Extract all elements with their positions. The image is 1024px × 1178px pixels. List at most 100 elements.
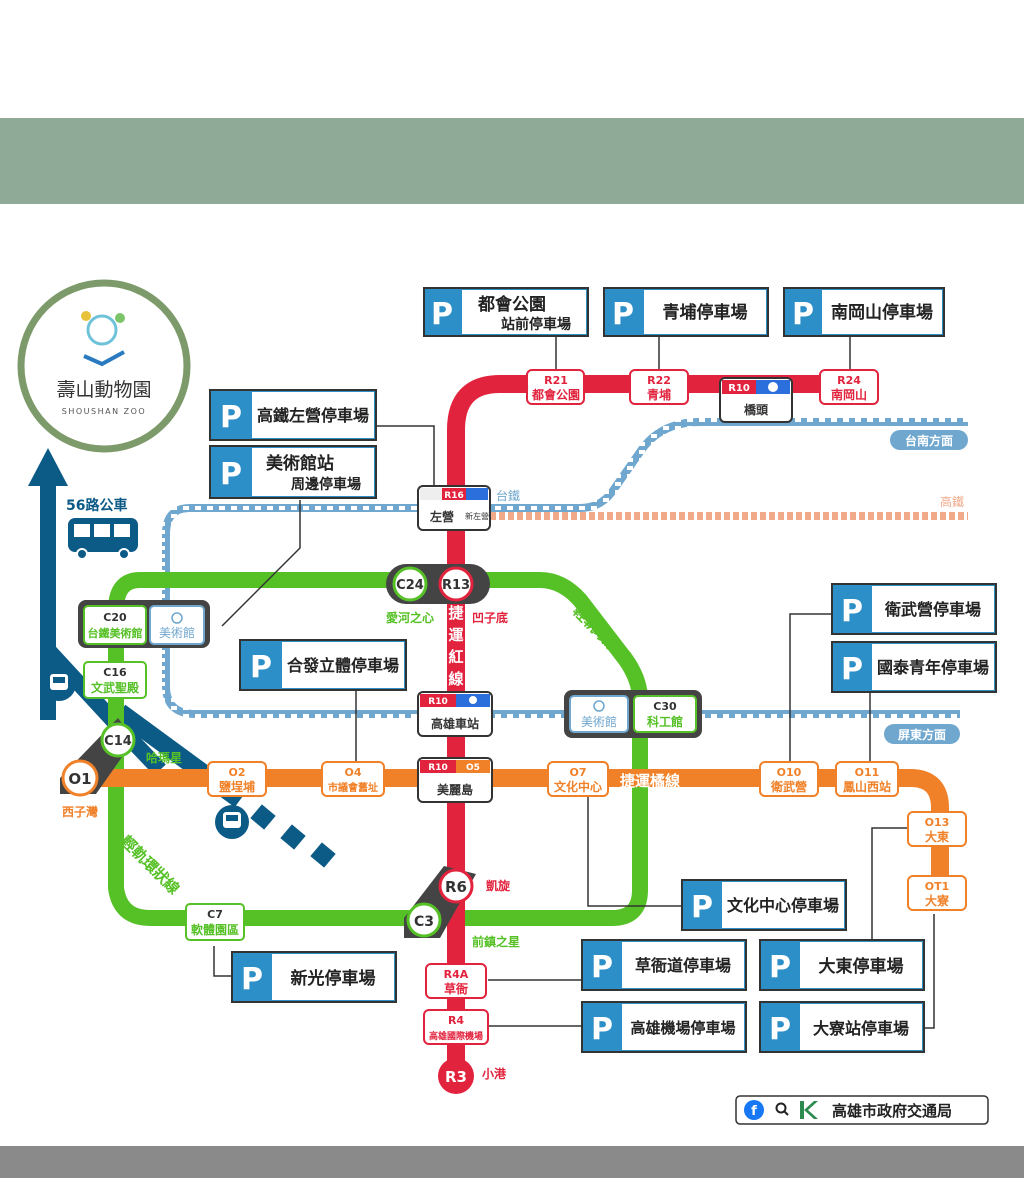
station-O7[interactable]: O7 文化中心 [547, 761, 609, 797]
parking-caoya[interactable]: P 草衙道停車場 [581, 939, 747, 991]
station-C3-name: 前鎮之星 [472, 934, 520, 949]
parking-shinkong[interactable]: P 新光停車場 [231, 951, 397, 1003]
svg-text:衛武營: 衛武營 [770, 779, 807, 794]
parking-qingpu[interactable]: P 青埔停車場 [603, 287, 769, 337]
svg-text:R10: R10 [428, 763, 447, 773]
svg-text:O10: O10 [777, 766, 802, 779]
svg-text:新光停車場: 新光停車場 [291, 968, 376, 989]
svg-text:P: P [591, 950, 613, 985]
svg-text:O11: O11 [855, 766, 880, 779]
svg-text:P: P [841, 594, 863, 629]
station-O4[interactable]: O4 市議會舊址 [321, 761, 385, 797]
svg-text:O2: O2 [228, 766, 245, 779]
svg-text:文化中心: 文化中心 [554, 779, 602, 794]
station-R24[interactable]: R24 南岡山 [819, 369, 879, 405]
orange-line-label: 捷運橘線 [620, 772, 680, 790]
parking-nangangshan[interactable]: P 南岡山停車場 [783, 287, 945, 337]
station-O11[interactable]: O11 鳳山西站 [835, 761, 899, 797]
light-rail-label: 輕軌環狀線 [569, 602, 635, 668]
station-R13-C24[interactable]: C24 R13 [386, 564, 490, 604]
svg-text:橋頭: 橋頭 [744, 402, 769, 417]
svg-text:R16: R16 [444, 491, 463, 501]
svg-text:線: 線 [448, 670, 463, 688]
svg-text:鳳山西站: 鳳山西站 [843, 779, 891, 794]
parking-daliao[interactable]: P 大寮站停車場 [759, 1001, 925, 1053]
svg-text:R4: R4 [448, 1014, 464, 1027]
svg-text:美術館站: 美術館站 [266, 453, 334, 474]
svg-text:鹽埕埔: 鹽埕埔 [219, 779, 255, 794]
red-line [447, 375, 866, 1076]
station-R16-zuoying[interactable]: R16 左營 新左營 [417, 485, 491, 531]
svg-text:R10: R10 [728, 383, 750, 394]
parking-weiwuying[interactable]: P 衛武營停車場 [831, 583, 997, 635]
svg-text:O13: O13 [925, 816, 950, 829]
svg-text:R24: R24 [837, 374, 861, 387]
station-C14-O1[interactable]: C14 O1 [60, 718, 136, 797]
parking-culture[interactable]: P 文化中心停車場 [681, 879, 847, 931]
station-R6-C3[interactable]: R6 C3 [404, 866, 476, 938]
station-O13[interactable]: O13 大東 [907, 811, 967, 847]
parking-cathay[interactable]: P 國泰青年停車場 [831, 641, 997, 693]
svg-text:台南方面: 台南方面 [905, 433, 953, 448]
zoo-name-en: SHOUSHAN ZOO [62, 407, 146, 416]
svg-text:南岡山: 南岡山 [831, 387, 867, 402]
station-R4A[interactable]: R4A 草衙 [425, 963, 487, 999]
station-C7[interactable]: C7 軟體園區 [185, 903, 245, 941]
tra-logo-icon [171, 612, 183, 624]
parking-airport[interactable]: P 高雄機場停車場 [581, 1001, 747, 1053]
k-logo-icon [800, 1101, 818, 1119]
svg-text:C30: C30 [653, 700, 677, 713]
parking-zuoying[interactable]: P 高鐵左營停車場 [209, 389, 377, 441]
station-R21[interactable]: R21 都會公園 [526, 369, 585, 405]
bus-stop-icon [215, 805, 249, 839]
direction-tainan-tag: 台南方面 [890, 430, 968, 450]
parking-connectors [213, 336, 935, 1029]
svg-text:O4: O4 [344, 766, 361, 779]
parking-dhgy[interactable]: P 都會公園 站前停車場 [423, 287, 589, 337]
station-OT1[interactable]: OT1 大寮 [907, 875, 967, 911]
station-O10[interactable]: O10 衛武營 [759, 761, 819, 797]
parking-museum[interactable]: P 美術館站 周邊停車場 [209, 445, 377, 499]
svg-text:高雄機場停車場: 高雄機場停車場 [630, 1019, 735, 1037]
station-O5-formosa[interactable]: R10 O5 美麗島 [417, 757, 493, 803]
svg-text:R22: R22 [647, 374, 671, 387]
svg-text:高雄國際機場: 高雄國際機場 [429, 1030, 483, 1042]
svg-text:美術館: 美術館 [159, 625, 195, 640]
station-C30[interactable]: 美術館 C30 科工館 [564, 690, 702, 738]
svg-text:科工館: 科工館 [647, 714, 683, 729]
svg-text:青埔: 青埔 [647, 387, 671, 402]
station-O2[interactable]: O2 鹽埕埔 [207, 761, 267, 797]
svg-text:R13: R13 [442, 578, 470, 593]
svg-text:左營: 左營 [429, 509, 454, 524]
svg-text:高鐵左營停車場: 高鐵左營停車場 [257, 406, 369, 425]
svg-text:大東停車場: 大東停車場 [819, 956, 904, 977]
light-rail-label-2: 輕軌環狀線 [117, 832, 183, 898]
search-icon [775, 1102, 789, 1116]
station-R11-kaohsiung[interactable]: R10 高雄車站 [417, 691, 493, 737]
station-R4[interactable]: R4 高雄國際機場 [423, 1009, 489, 1045]
svg-text:屏東方面: 屏東方面 [897, 727, 946, 742]
svg-text:大東: 大東 [925, 829, 949, 844]
zoo-bear-icon [81, 311, 125, 367]
station-R22[interactable]: R22 青埔 [629, 369, 689, 405]
svg-text:O7: O7 [569, 766, 586, 779]
svg-text:C20: C20 [103, 611, 127, 624]
parking-dadong[interactable]: P 大東停車場 [759, 939, 925, 991]
station-C20[interactable]: C20 台鐵美術館 美術館 [78, 600, 210, 648]
svg-text:P: P [612, 297, 634, 332]
svg-text:市議會舊址: 市議會舊址 [328, 781, 378, 794]
svg-text:OT1: OT1 [925, 880, 950, 893]
svg-text:草衙: 草衙 [444, 981, 468, 996]
svg-text:草衙道停車場: 草衙道停車場 [635, 956, 731, 975]
station-R3[interactable]: R3 [438, 1058, 474, 1094]
svg-text:R4A: R4A [444, 968, 469, 981]
parking-hefa[interactable]: P 合發立體停車場 [239, 639, 407, 691]
station-C16[interactable]: C16 文武聖殿 [83, 661, 147, 699]
station-R10-qiaotou[interactable]: R10 橋頭 [719, 377, 793, 423]
credit-badge[interactable]: f 高雄市政府交通局 [735, 1095, 989, 1125]
bus-stop-icon [42, 667, 76, 701]
svg-text:O5: O5 [466, 763, 480, 773]
svg-text:美術館: 美術館 [581, 714, 617, 729]
svg-text:P: P [792, 297, 814, 332]
svg-text:運: 運 [448, 626, 464, 644]
